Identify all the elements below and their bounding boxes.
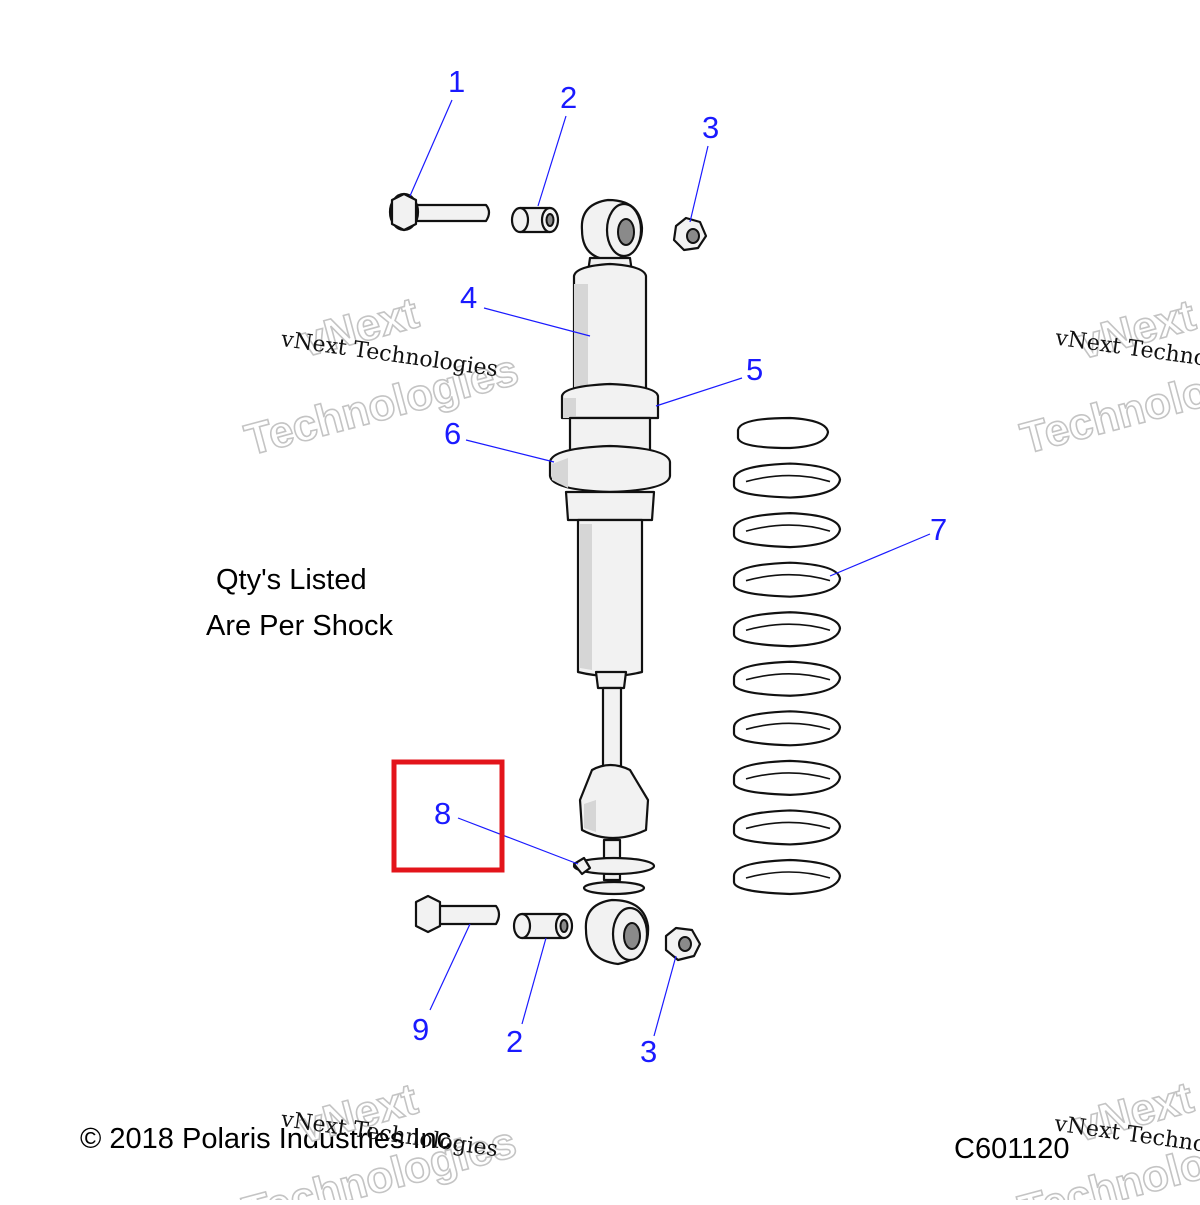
spring-coil-edge (745, 623, 831, 631)
qty-note-line1: Qty's Listed (216, 564, 367, 596)
spring-coil-edge (745, 772, 831, 780)
callout-6: 6 (444, 416, 461, 451)
leader-lines (409, 99, 931, 1037)
callout-4: 4 (460, 280, 477, 315)
spring-coil (732, 660, 842, 697)
spring-coil (732, 759, 842, 796)
watermark-upper-right: vNext Technologies vNext Technologies (1015, 290, 1200, 465)
spring-coil (732, 462, 842, 499)
spring-coil-edge (745, 672, 831, 681)
spring-coil (732, 809, 842, 846)
spring-coil (732, 561, 842, 598)
copyright-text: © 2018 Polaris Industries Inc. (80, 1123, 459, 1155)
spring-coil (732, 611, 842, 648)
spring-coil-edge (745, 573, 831, 582)
qty-note-line2: Are Per Shock (206, 610, 393, 642)
spring-coil (732, 710, 842, 747)
callout-9: 9 (412, 1012, 429, 1047)
lower-nut (664, 926, 702, 962)
spring-coil (732, 512, 842, 549)
drawing-id: C601120 (954, 1133, 1070, 1165)
upper-bolt (388, 192, 491, 232)
callout-8: 8 (434, 796, 451, 831)
lower-bushing (512, 912, 574, 940)
callout-2-lower: 2 (506, 1024, 523, 1059)
upper-bushing (510, 206, 560, 234)
highlight-box (391, 759, 505, 873)
spring-coil-edge (745, 524, 831, 532)
shock-absorber (548, 198, 672, 966)
watermark-upper-left: vNext Technologies vNext Technologies (239, 288, 524, 466)
callout-5: 5 (746, 352, 763, 387)
callout-3-lower: 3 (640, 1034, 657, 1069)
upper-nut (672, 216, 708, 252)
callout-1: 1 (448, 64, 465, 99)
spring-coil-edge (745, 722, 831, 731)
spring-coil-edge (745, 821, 831, 830)
callout-7: 7 (930, 512, 947, 547)
coil-spring (732, 416, 842, 896)
lower-bolt (414, 894, 501, 934)
callout-2-upper: 2 (560, 80, 577, 115)
spring-coil-edge (745, 871, 831, 879)
spring-coil-edge (745, 474, 831, 483)
spring-coil (732, 858, 842, 896)
callout-3-upper: 3 (702, 110, 719, 145)
